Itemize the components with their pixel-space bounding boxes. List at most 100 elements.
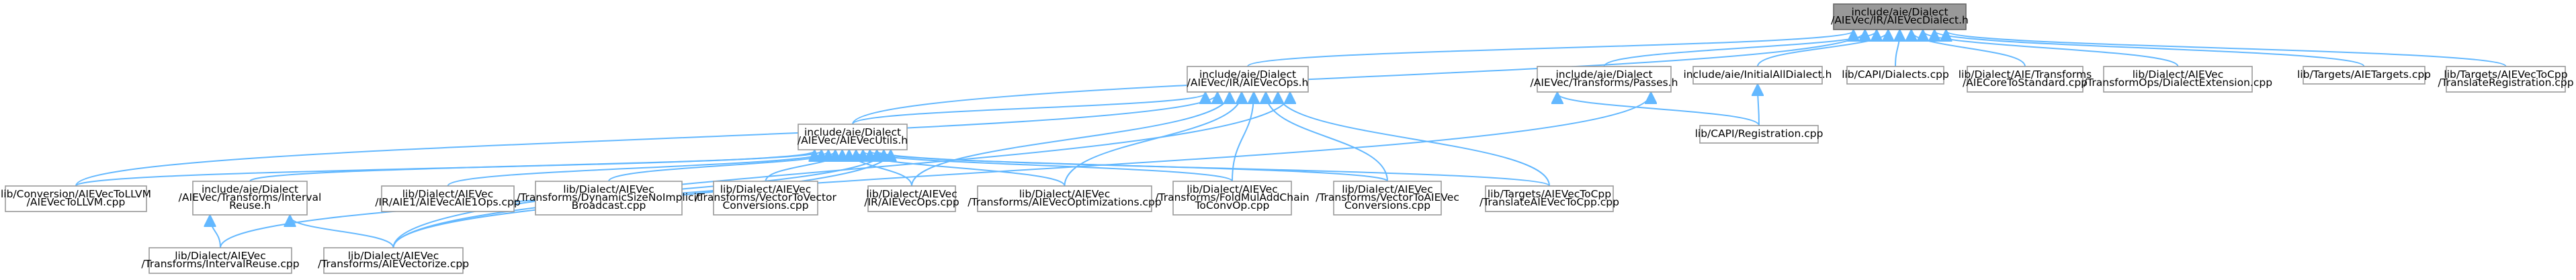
node-box [535,181,683,216]
node-label-line: /AIEVecToLLVM.cpp [27,196,126,208]
dependency-edge [1934,31,2365,67]
node-label-line: /IR/AIEVecOps.cpp [864,196,959,208]
dependency-edge [1064,93,1242,187]
node-box [1692,66,1823,85]
focus-file-node[interactable]: include/aie/Dialect/AIEVec/IR/AIEVecDial… [1831,3,1969,30]
file-node[interactable]: include/aie/Dialect/AIEVec/Transforms/Pa… [1531,66,1678,93]
dependency-edge [1912,31,2026,67]
file-node[interactable]: lib/Targets/AIEVecToCpp/TranslateRegistr… [2438,66,2574,93]
file-node[interactable]: include/aie/Dialect/AIEVec/AIEVecUtils.h [798,124,908,150]
node-label-line: lib/Dialect/AIEVec [1187,183,1278,195]
node-label-line: Conversions.cpp [722,199,808,212]
dependency-edge [1757,31,1888,67]
file-node[interactable]: lib/Targets/AIEVecToCpp/TranslateAIEVecT… [1479,185,1619,212]
node-label-line: include/aie/Dialect [202,183,298,195]
file-node[interactable]: lib/Dialect/AIEVec/Transforms/FoldMulAdd… [1155,181,1310,216]
dependency-edge [249,151,822,182]
dependency-edge [852,31,1865,125]
node-label-line: /AIECoreToStandard.cpp [1963,77,2088,89]
node-label-line: lib/Targets/AIEVecToCpp [2444,68,2567,81]
node-label-line: lib/Dialect/AIEVec [175,250,266,262]
file-node[interactable]: lib/Dialect/AIEVec/IR/AIE1/AIEVecAIE1Ops… [375,185,521,212]
nodes-layer: include/aie/Dialect/AIEVec/IR/AIEVecDial… [1,3,2574,274]
dependency-edge [911,93,1230,187]
dependency-edge [1895,31,1900,67]
file-node[interactable]: include/aie/Dialect/AIEVec/Transforms/In… [179,181,322,216]
node-label-line: /Transforms/AIEVecOptimizations.cpp [968,196,1161,208]
file-node[interactable]: lib/Dialect/AIEVec/Transforms/AIEVecOpti… [968,185,1162,212]
node-label-line: include/aie/Dialect [1199,68,1296,81]
node-label-line: lib/Dialect/AIEVec [348,250,439,262]
node-box [2446,66,2566,93]
node-label-line: /Transforms/FoldMulAddChain [1155,191,1309,203]
node-label-line: /TranslateAIEVecToCpp.cpp [1479,196,1619,208]
node-box [977,185,1152,212]
node-label-line: lib/Targets/AIEVecToCpp [1488,188,1611,200]
node-label-line: Reuse.h [229,199,271,212]
node-label-line: /AIEVec/IR/AIEVecOps.h [1187,77,1309,89]
node-box [148,247,292,274]
node-label-line: lib/Dialect/AIEVec [563,183,654,195]
dependency-edge [608,151,835,182]
file-node[interactable]: lib/Dialect/AIEVec/Transforms/VectorToVe… [695,181,836,216]
node-label-line: /Transforms/IntervalReuse.cpp [141,258,299,270]
node-label-line: lib/CAPI/Registration.cpp [1695,128,1823,140]
node-label-line: /Transforms/DynamicSizeNoImplicit [517,191,701,203]
file-node[interactable]: lib/Dialect/AIEVec/Transforms/DynamicSiz… [517,181,701,216]
file-node[interactable]: lib/Dialect/AIEVec/Transforms/VectorToAI… [1316,181,1459,216]
file-node[interactable]: lib/CAPI/Registration.cpp [1695,125,1823,144]
file-node[interactable]: lib/Dialect/AIEVec/TransformOps/DialectE… [2084,66,2272,93]
file-node[interactable]: lib/Conversion/AIEVecToLLVM/AIEVecToLLVM… [1,185,151,212]
dependency-edge [1247,31,1854,67]
node-box [323,247,464,274]
dependency-edge [447,151,828,187]
edges-layer [75,31,2507,248]
node-box [192,181,308,216]
node-label-line: /IR/AIE1/AIEVecAIE1Ops.cpp [375,196,520,208]
dependency-edge [1232,93,1254,182]
dependency-edge [75,93,1217,187]
file-node[interactable]: lib/Targets/AIETargets.cpp [2297,66,2431,85]
node-label-line: /AIEVec/Transforms/Passes.h [1531,77,1678,89]
node-box [5,185,147,212]
node-box [1485,185,1614,212]
node-label-line: /TranslateRegistration.cpp [2438,77,2573,89]
node-label-line: lib/Dialect/AIEVec [866,188,957,200]
node-label-line: /Transforms/VectorToVector [695,191,836,203]
node-label-line: /TransformOps/DialectExtension.cpp [2084,77,2272,89]
node-label-line: include/aie/Dialect [1851,6,1948,18]
file-node[interactable]: lib/Dialect/AIE/Transforms/AIECoreToStan… [1959,66,2092,93]
file-node[interactable]: lib/Dialect/AIEVec/IR/AIEVecOps.cpp [864,185,959,212]
node-box [798,124,908,150]
node-label-line: ToConvOp.cpp [1195,199,1270,212]
file-node[interactable]: include/aie/Dialect/AIEVec/IR/AIEVecOps.… [1187,66,1309,93]
file-node[interactable]: lib/Dialect/AIEVec/Transforms/AIEVectori… [318,247,469,274]
node-label-line: Conversions.cpp [1344,199,1430,212]
node-label-line: lib/Dialect/AIE/Transforms [1959,68,2092,81]
dependency-edge [852,93,1205,125]
file-node[interactable]: lib/CAPI/Dialects.cpp [1842,66,1949,85]
node-label-line: /Transforms/VectorToAIEVec [1316,191,1459,203]
dependency-edge [210,216,221,248]
node-label-line: /AIEVec/AIEVecUtils.h [798,134,908,146]
file-node[interactable]: include/aie/InitialAllDialect.h [1684,66,1832,85]
node-label-line: lib/Dialect/AIEVec [1019,188,1111,200]
node-label-line: lib/Dialect/AIEVec [720,183,812,195]
node-label-line: /Transforms/AIEVectorize.cpp [318,258,469,270]
node-box [1846,66,1944,85]
dependency-edge [765,151,843,182]
dependency-edge [1266,93,1388,182]
node-label-line: include/aie/Dialect [1555,68,1652,81]
dependency-edge [290,216,394,248]
node-box [713,181,818,216]
node-box [1833,3,1967,30]
file-node[interactable]: lib/Dialect/AIEVec/Transforms/IntervalRe… [141,247,300,274]
dependency-edge [1603,31,1877,67]
node-box [381,185,515,212]
dependency-edge [1946,31,2507,67]
node-label-line: /AIEVec/IR/AIEVecDialect.h [1831,14,1969,26]
node-box [1967,66,2084,93]
node-box [2303,66,2425,85]
node-box [1699,125,1819,144]
node-box [1333,181,1442,216]
